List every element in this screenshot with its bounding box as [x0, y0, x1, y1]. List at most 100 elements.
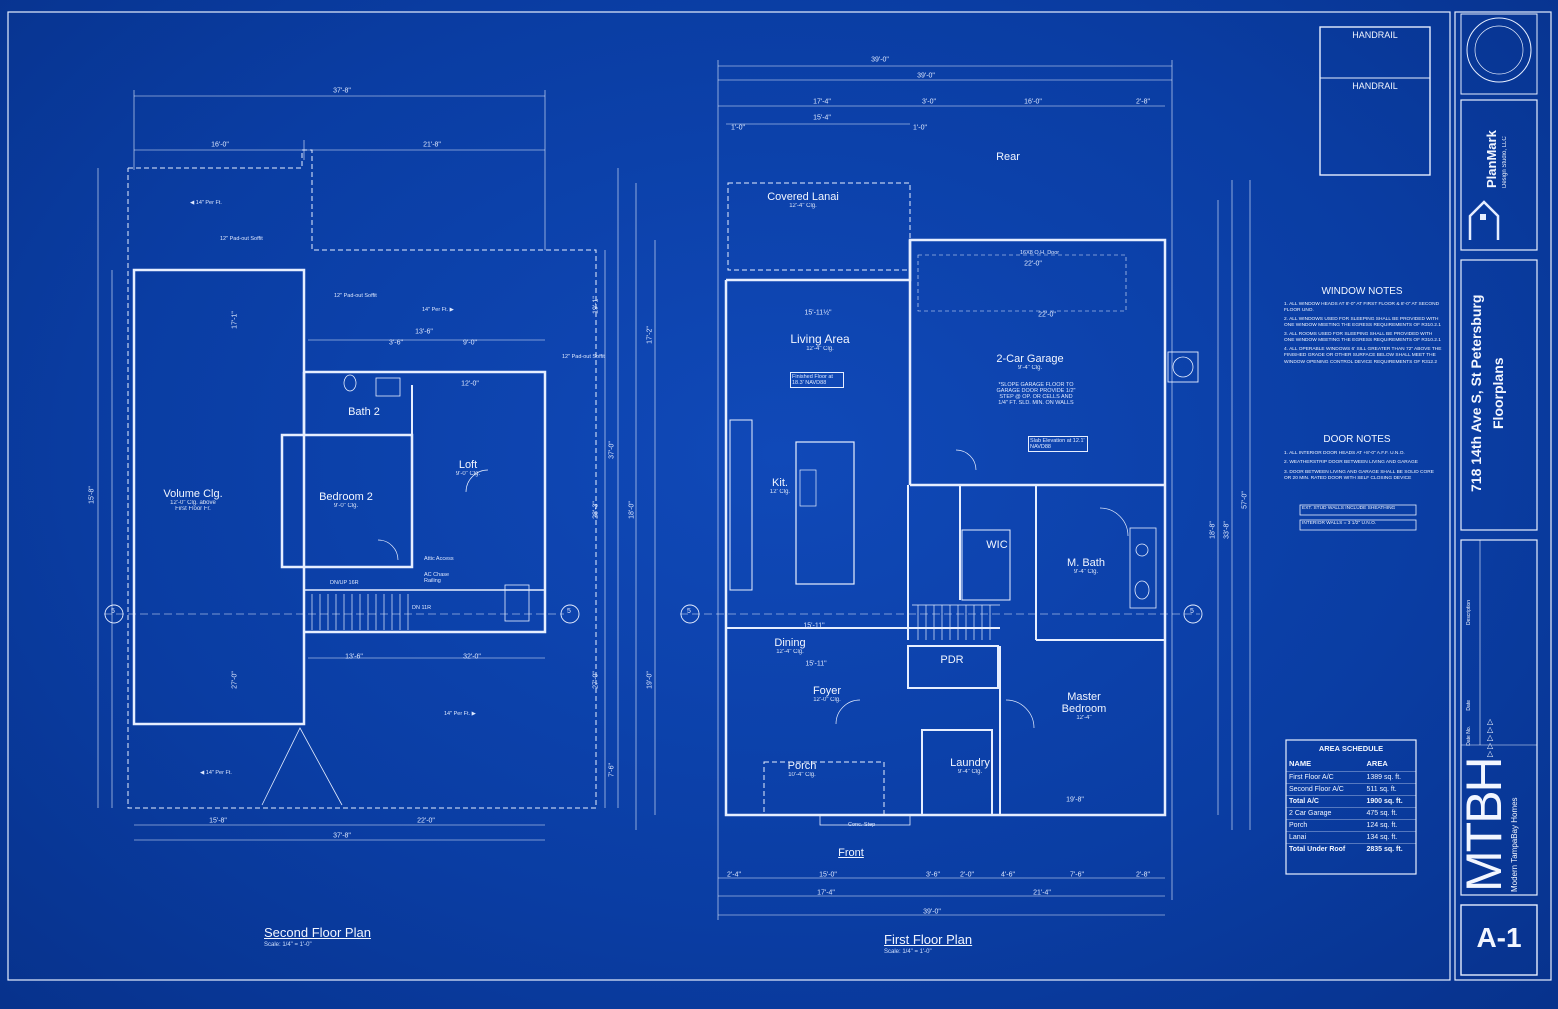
dim-ff-left-a: 19'-0" [646, 671, 654, 689]
note-padout-1: 12" Pad-out Soffit [220, 236, 263, 242]
room-bedroom2: Bedroom 2 9'-0" Clg. [319, 491, 373, 509]
label-rear: Rear [996, 151, 1020, 163]
window-note-4: 4. ALL OPERABLE WINDOWS 6' SILL GREATER … [1284, 346, 1442, 365]
dim-ff-top-e: 15'-4" [813, 114, 831, 122]
dim-sf-mid-d: 3'-6" [389, 339, 403, 347]
dim-ff-master-w: 19'-8" [1066, 796, 1084, 804]
note-up: DN/UP 16R [330, 580, 359, 586]
dim-ff-top-d: 2'-8" [1136, 98, 1150, 106]
section-mark-sf-1: 5 [111, 608, 115, 615]
dim-ff-top-a: 17'-4" [813, 98, 831, 106]
dim-ff-right-overall: 57'-0" [1241, 491, 1249, 509]
door-notes-list: 1. ALL INTERIOR DOOR HEADS AT +8'-0" A.F… [1284, 451, 1442, 483]
dim-ff-bottom-b: 15'-0" [819, 871, 837, 879]
area-row-name: Total A/C [1286, 795, 1364, 808]
garage-note: *SLOPE GARAGE FLOOR TO GARAGE DOOR PROVI… [996, 382, 1076, 406]
kit-label: Kit. [772, 477, 788, 489]
firm-name: PlanMark [1484, 130, 1499, 188]
per-ft-2-text: 14" Per Ft. [422, 307, 449, 313]
dim-sf-bottom-overall: 37'-8" [333, 832, 351, 840]
area-col-name: NAME [1289, 759, 1312, 768]
room-lanai: Covered Lanai 12'-4" Clg. [767, 191, 839, 209]
finished-floor-note: Finished Floor at 18.3' NAVD88 [790, 372, 844, 388]
date-label: Date [1466, 700, 1472, 711]
dim-ff-top-overall-1: 39'-0" [871, 56, 889, 64]
dim-ff-garage-w2: 22'-0" [1038, 311, 1056, 319]
first-floor-linework [635, 60, 1251, 920]
area-row-name: Second Floor A/C [1286, 783, 1364, 796]
dim-ff-dining-w: 15'-11" [803, 622, 825, 630]
window-note-3: 3. ALL ROOMS USED FOR SLEEPING SHALL BE … [1284, 331, 1441, 344]
dim-sf-right-a: 19'-1" [592, 296, 600, 314]
dim-ff-top-c: 16'-0" [1024, 98, 1042, 106]
mbath-label: M. Bath [1067, 557, 1105, 569]
area-row-value: 134 sq. ft. [1363, 831, 1416, 844]
dim-ff-living-w: 15'-11½" [804, 309, 832, 317]
bedroom2-label: Bedroom 2 [319, 491, 373, 503]
section-mark-sf-2: 5 [567, 608, 571, 615]
note-per-ft-3: 14" Per Ft. ▶ [444, 711, 476, 717]
revision-triangles-icon: △△△△△ [1487, 717, 1494, 758]
dim-sf-right-c: 27'-0" [592, 671, 600, 689]
porch-label: Porch [787, 760, 817, 772]
door-notes-title: DOOR NOTES [1323, 434, 1391, 445]
dining-sub: 12'-4" Clg. [776, 649, 804, 655]
note-dn: DN 11R [412, 605, 432, 611]
lanai-sub: 12'-4" Clg. [789, 203, 817, 209]
area-row-value: 1900 sq. ft. [1363, 795, 1416, 808]
sheet-number: A-1 [1476, 922, 1522, 953]
description-label: Description [1466, 600, 1472, 626]
area-row-name: Lanai [1286, 831, 1364, 844]
note-attic: Attic Access [424, 556, 454, 562]
note-padout-2: 12" Pad-out Soffit [334, 293, 377, 299]
dim-sf-left-a: 17'-1" [231, 311, 239, 329]
master-label: Master Bedroom [1061, 691, 1107, 715]
note-per-ft-4: ◀ 14" Per Ft. [200, 770, 232, 776]
room-pdr: PDR [940, 654, 964, 666]
note-ac-chase: AC Chase Railing [424, 572, 450, 584]
garage-label: 2-Car Garage [996, 353, 1064, 365]
dim-ff-left-b: 18'-0" [628, 501, 636, 519]
garage-door-note: 16X8 O.H. Door [1020, 250, 1060, 256]
living-label: Living Area [790, 332, 850, 346]
dim-sf-mid-f: 32'-0" [463, 653, 481, 661]
window-notes-list: 1. ALL WINDOW HEADS AT 8'-0" AT FIRST FL… [1284, 302, 1442, 366]
window-note-1: 1. ALL WINDOW HEADS AT 8'-0" AT FIRST FL… [1284, 302, 1440, 314]
room-master: Master Bedroom 12'-4" [1049, 691, 1119, 721]
dim-ff-foyer-w: 15'-11" [805, 660, 827, 668]
master-sub: 12'-4" [1076, 715, 1092, 721]
dim-sf-left-b: 27'-0" [231, 671, 239, 689]
dim-sf-top-overall: 37'-8" [333, 87, 351, 95]
legend-ext-walls: EXT. STUD WALLS INCLUDE SHEATHING [1302, 506, 1396, 511]
window-notes-title: WINDOW NOTES [1321, 286, 1403, 297]
area-row-value: 2835 sq. ft. [1363, 843, 1416, 855]
first-floor-title: First Floor Plan [884, 932, 973, 947]
legend-int-walls: INTERIOR WALLS = 3 1/2" U.N.O. [1302, 521, 1377, 526]
room-laundry: Laundry 9'-4" Clg. [950, 757, 990, 775]
dim-sf-right-total: 37'-0" [608, 441, 616, 459]
volume-sub2: First Floor Fr. [175, 506, 211, 512]
dim-ff-bottom-e: 4'-6" [1001, 871, 1015, 879]
lanai-label: Covered Lanai [767, 191, 839, 203]
date-no-label: Date No. [1466, 726, 1472, 746]
project-address: 718 14th Ave S, St Petersburg [1468, 294, 1484, 492]
window-note-2: 2. ALL WINDOWS USED FOR SLEEPING SHALL B… [1284, 316, 1441, 329]
firm-sub: Design Studio, LLC [1502, 136, 1508, 188]
dim-ff-bottom-d: 2'-0" [960, 871, 974, 879]
area-row-name: Porch [1286, 819, 1364, 832]
room-foyer: Foyer 12'-0" Clg. [813, 685, 841, 703]
laundry-sub: 9'-4" Clg. [957, 769, 983, 775]
per-ft-3-text: 14" Per Ft. [444, 711, 471, 717]
per-ft-1-text: 14" Per Ft. [195, 200, 222, 206]
area-col-area: AREA [1366, 759, 1388, 768]
handrail-title-1: HANDRAIL [1352, 30, 1398, 40]
second-floor-scale: Scale: 1/4" = 1'-0" [264, 942, 312, 948]
loft-sub: 9'-0" Clg. [455, 471, 481, 477]
project-block: 718 14th Ave S, St Petersburg Floorplans [1462, 262, 1536, 528]
first-floor-scale: Scale: 1/4" = 1'-0" [884, 949, 932, 955]
area-row-name: Total Under Roof [1286, 843, 1364, 855]
